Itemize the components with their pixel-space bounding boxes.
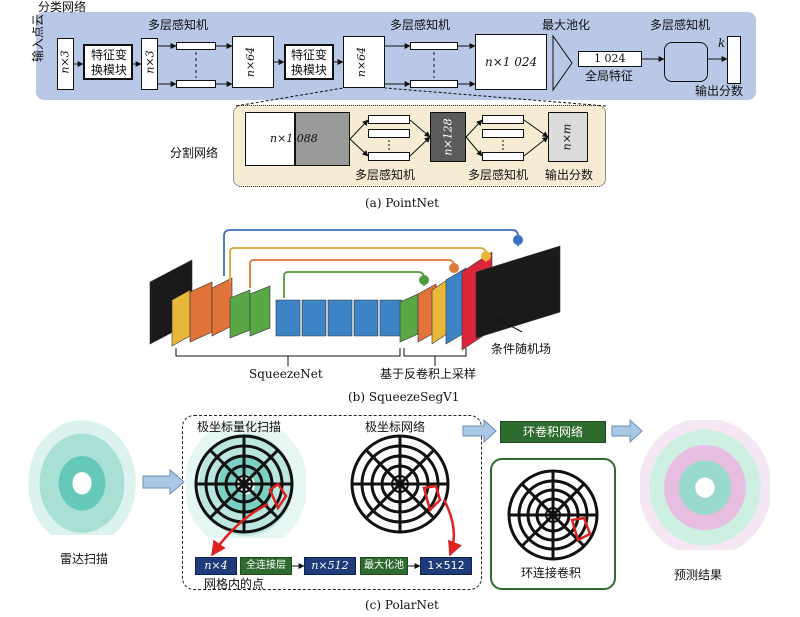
- block-blue-1: [275, 299, 301, 337]
- output-scores-label: 输出分数: [695, 84, 744, 98]
- polar-grid-ring: [507, 469, 599, 561]
- global-feature-label: 全局特征: [585, 69, 634, 83]
- seg-mlp2-unit-mid: [482, 129, 524, 138]
- fc-layer-text: 全连接层: [246, 560, 286, 571]
- block-blue-2: [301, 299, 327, 337]
- seg-mlp2-unit-bottom: [482, 152, 524, 161]
- maxpool-text: 最大化池: [364, 560, 404, 571]
- seg-output-label: 输出分数: [545, 168, 594, 182]
- polar-grid-plain: [350, 434, 450, 534]
- n4-box: n×4: [195, 557, 237, 575]
- global-feature-box: [578, 51, 642, 67]
- polar-dashed-panel: [182, 415, 482, 590]
- n1024-value: n×1 024: [485, 55, 538, 69]
- n1088-white-part: [245, 112, 295, 166]
- block-blue-5: [379, 299, 403, 337]
- crf-label: 条件随机场: [491, 342, 552, 356]
- polar-grid-label: 极坐标网络: [365, 420, 426, 434]
- n1088-value: n×1 088: [270, 132, 318, 145]
- feature-transform-1-text: 特征变换模块: [90, 48, 127, 77]
- polarnet-caption: (c) PolarNet: [365, 598, 439, 612]
- feature-transform-2: [284, 44, 334, 80]
- input-n3-box: [57, 38, 74, 90]
- seg-mlp1-unit-top: [368, 115, 410, 124]
- quant-red-cell: [268, 482, 288, 511]
- block-yellow-1: [171, 289, 191, 347]
- seg-mlp1-unit-bottom: [368, 152, 410, 161]
- ring-conv-panel: [490, 458, 616, 590]
- lidar-scan-image: [28, 420, 136, 535]
- polar-quant-label: 极坐标量化扫描: [197, 420, 282, 434]
- merge-yellow: [481, 251, 491, 261]
- ring-conv-label: 环连接卷积: [521, 566, 582, 580]
- n64-box-a: [232, 36, 274, 88]
- n4-text: n×4: [204, 559, 228, 572]
- block-orange-2: [211, 277, 233, 337]
- squeezenet-label: SqueezeNet: [249, 367, 323, 381]
- n1024-box: [475, 34, 547, 90]
- ring-conv-net-box: 环卷积网络: [500, 421, 606, 443]
- plain-red-cell: [422, 484, 442, 513]
- skip-green: [283, 271, 425, 298]
- mlp-label-3: 多层感知机: [650, 18, 711, 32]
- squeezeseg-layers: [149, 245, 561, 351]
- grid-points-label: 网格内的点: [204, 577, 265, 591]
- upsample-label: 基于反卷积上采样: [380, 367, 477, 381]
- block-green-2: [249, 285, 271, 337]
- squeezeseg-caption: (b) SqueezeSegV1: [348, 390, 460, 404]
- seg-mlp-label-2: 多层感知机: [468, 168, 529, 182]
- n1088-text: n×1 088: [270, 132, 318, 146]
- squeezeseg-brackets: [175, 317, 523, 366]
- ring-conv-net-text: 环卷积网络: [522, 425, 583, 439]
- n64-box-b: [343, 36, 385, 88]
- n512-text: n×512: [311, 559, 349, 572]
- k-label: k: [718, 36, 726, 50]
- lidar-scan-label: 雷达扫描: [60, 552, 109, 566]
- global-feature-value: 1 024: [594, 52, 626, 65]
- fc-layer-box: 全连接层: [240, 557, 292, 575]
- one512-text: 1×512: [427, 559, 465, 572]
- n1088-gray-part: [295, 112, 350, 166]
- ring-red-cell: [570, 516, 592, 542]
- pointnet-connector-lines: [74, 34, 728, 157]
- prediction-image: [640, 420, 770, 550]
- mlp3-rounded-box: [664, 42, 708, 82]
- merge-blue: [513, 235, 523, 245]
- plain-red-arrow: [442, 499, 462, 557]
- block-blue-4: [353, 299, 379, 337]
- n512-box: n×512: [304, 557, 356, 575]
- mlp-label-2: 多层感知机: [390, 18, 451, 32]
- block-orange-1: [189, 281, 213, 343]
- prediction-label: 预测结果: [674, 568, 723, 582]
- polar-grid-quant: [194, 434, 294, 534]
- skip-connections: [223, 229, 523, 298]
- maxpool-box: 最大化池: [360, 557, 408, 575]
- skip-yellow: [229, 247, 487, 282]
- block-blue-3: [327, 299, 353, 337]
- block-green-3: [399, 293, 419, 343]
- max-pooling-label: 最大池化: [542, 18, 591, 32]
- one512-box: 1×512: [420, 557, 472, 575]
- merge-orange: [449, 263, 459, 273]
- polarnet-flow-arrows: [142, 418, 643, 496]
- seg-mlp1-unit-mid: [368, 129, 410, 138]
- mlp-label-1: 多层感知机: [148, 18, 209, 32]
- skip-blue: [223, 229, 519, 276]
- merge-green: [419, 275, 429, 285]
- n1024-text: n×1 024: [485, 55, 537, 69]
- feature-transform-1: [83, 44, 133, 80]
- feature-transform-2-text: 特征变换模块: [290, 48, 327, 77]
- classification-network-label: 分类网络: [38, 0, 87, 14]
- nm-box: [548, 112, 588, 162]
- segmentation-network-label: 分割网络: [170, 146, 219, 160]
- pointnet-caption: (a) PointNet: [365, 196, 439, 210]
- seg-mlp-label-1: 多层感知机: [355, 168, 416, 182]
- crf-output-image: [475, 245, 561, 339]
- n128-box: [430, 112, 466, 162]
- quant-red-arrow: [210, 502, 269, 557]
- block-green-1: [229, 289, 251, 339]
- seg-mlp2-unit-top: [482, 115, 524, 124]
